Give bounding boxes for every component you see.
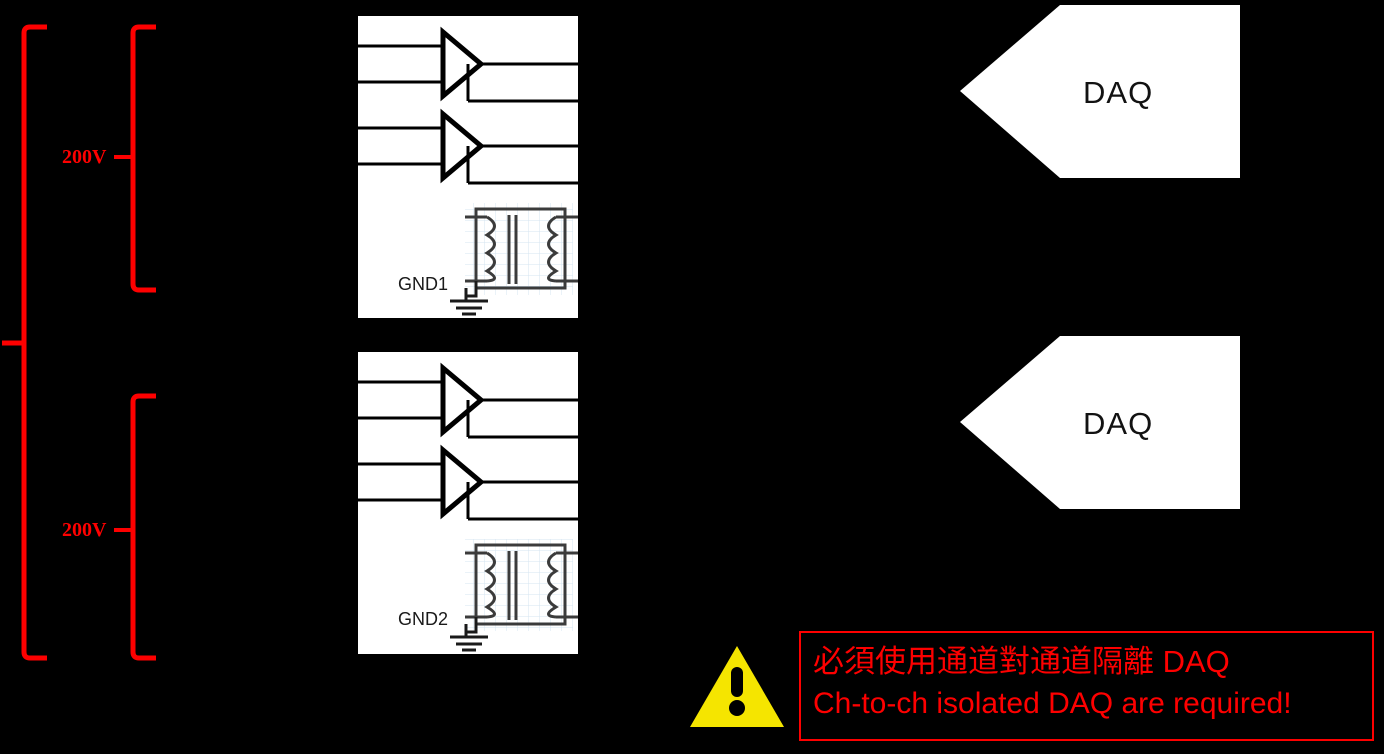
isolation-block-2 (358, 352, 578, 654)
daq-unit-2-shape[interactable] (960, 336, 1240, 509)
daq-unit-1-shape[interactable] (960, 5, 1240, 178)
block-2-transformer-symbol (465, 543, 578, 626)
block-1-transformer-symbol (465, 207, 578, 290)
warning-box: 必須使用通道對通道隔離 DAQ Ch-to-ch isolated DAQ ar… (799, 631, 1374, 741)
block-2-ground-symbol (450, 617, 488, 652)
voltage-bracket-group (2, 24, 156, 661)
warning-text-cjk: 必須使用通道對通道隔離 DAQ (813, 644, 1230, 679)
outer-voltage-bracket (21, 24, 47, 661)
daq-unit-1-label: DAQ (1083, 75, 1154, 110)
block-1-amplifier-1 (440, 26, 485, 102)
voltage-label-1: 200V (62, 146, 107, 168)
warning-text-en: Ch-to-ch isolated DAQ are required! (813, 687, 1292, 720)
block-2-amplifier-2 (440, 444, 485, 520)
block-1-ground-symbol (450, 281, 488, 316)
daq-unit-2-label: DAQ (1083, 406, 1154, 441)
isolation-block-1 (358, 16, 578, 318)
inner-voltage-bracket-2 (130, 393, 156, 661)
voltage-label-2: 200V (62, 519, 107, 541)
ground-label-2: GND2 (398, 609, 449, 629)
ground-label-1: GND1 (398, 274, 449, 294)
inner-voltage-bracket-1 (130, 24, 156, 293)
block-1-amplifier-2 (440, 108, 485, 184)
block-2-amplifier-1 (440, 362, 485, 438)
warning-triangle-icon (690, 646, 784, 727)
